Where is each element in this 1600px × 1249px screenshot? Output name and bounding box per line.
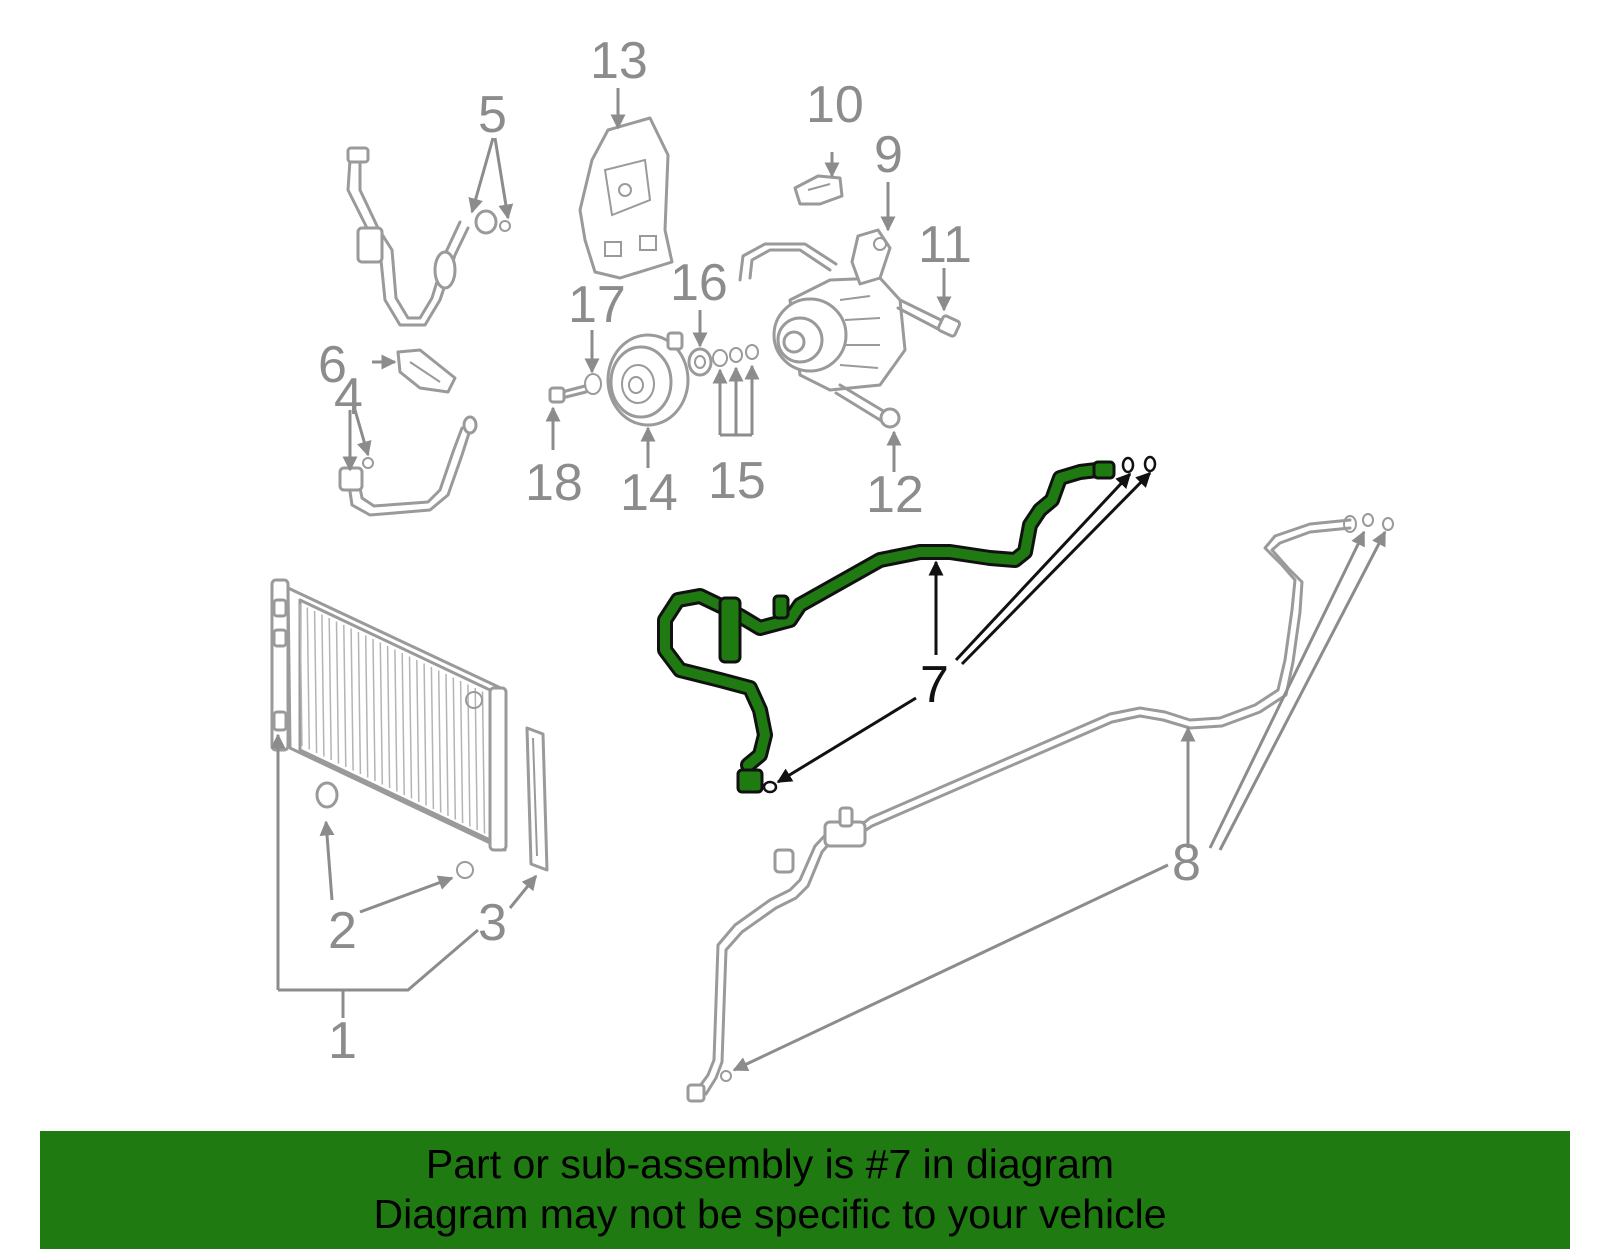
condenser-fin — [430, 666, 435, 810]
part-11-bolt[interactable] — [896, 298, 962, 338]
condenser-fin — [386, 645, 391, 789]
part-6-bracket[interactable] — [396, 348, 457, 394]
condenser-fin — [372, 638, 376, 782]
part-3-seal[interactable] — [525, 726, 549, 872]
part-17-snap-ring[interactable] — [584, 373, 602, 395]
leader-lines-part-7 — [776, 471, 1152, 784]
part-13-bracket[interactable] — [578, 116, 674, 280]
condenser-fin — [350, 628, 354, 771]
part-18-bolt[interactable] — [548, 384, 588, 404]
condenser-fin — [357, 631, 362, 775]
banner-line-1: Part or sub-assembly is #7 in diagram — [425, 1141, 1115, 1187]
callout-11: 11 — [918, 216, 972, 274]
condenser-fin — [321, 614, 325, 757]
condenser-fin — [299, 603, 303, 747]
condenser-fin — [364, 635, 369, 778]
condenser-fin — [445, 673, 449, 817]
condenser-fin — [335, 621, 340, 764]
condenser-fin — [343, 624, 347, 768]
part-5-hose[interactable] — [346, 146, 511, 327]
part-14-pulley[interactable] — [606, 331, 690, 427]
condenser-fin — [401, 652, 405, 796]
callout-10: 10 — [806, 76, 864, 134]
callout-12: 12 — [866, 466, 924, 524]
part-2-cap[interactable] — [315, 781, 474, 879]
callout-16: 16 — [670, 254, 728, 312]
condenser-fin — [423, 663, 427, 806]
callout-18: 18 — [525, 454, 583, 512]
condenser-fin — [416, 659, 420, 803]
callout-2: 2 — [328, 902, 357, 960]
part-16-washer[interactable] — [687, 347, 713, 377]
callout-15: 15 — [708, 452, 766, 510]
callout-8: 8 — [1172, 834, 1201, 892]
condenser-fin — [459, 680, 464, 824]
banner-line-2: Diagram may not be specific to your vehi… — [373, 1191, 1167, 1237]
condenser-fin — [313, 610, 318, 754]
condenser-fin — [467, 684, 471, 827]
callout-1: 1 — [328, 1012, 357, 1070]
callout-17: 17 — [568, 276, 626, 334]
callout-14: 14 — [620, 464, 678, 522]
condenser-fin — [379, 642, 384, 785]
condenser-fin — [481, 691, 486, 834]
part-8-line[interactable] — [686, 513, 1394, 1103]
part-15-shims[interactable] — [712, 344, 759, 367]
condenser-fin — [408, 656, 413, 799]
part-1-condenser[interactable] — [270, 578, 508, 852]
part-10-bracket[interactable] — [793, 174, 844, 206]
info-banner: Part or sub-assembly is #7 in diagram Di… — [40, 1131, 1570, 1249]
callout-5: 5 — [478, 86, 507, 144]
callout-4: 4 — [334, 368, 363, 426]
callout-6: 6 — [318, 336, 347, 394]
callout-7: 7 — [920, 656, 949, 714]
condenser-fin — [394, 649, 398, 792]
condenser-fin — [328, 617, 332, 761]
callout-13: 13 — [590, 32, 648, 90]
condenser-fin — [437, 670, 442, 813]
compressor[interactable] — [738, 228, 907, 392]
condenser-fin — [474, 687, 478, 831]
part-12-bolt[interactable] — [834, 383, 901, 429]
part-7-hose[interactable] — [657, 455, 1157, 794]
callout-numbers: 13 5 10 9 11 16 17 6 4 18 14 15 12 7 8 3… — [318, 32, 1201, 1070]
callout-3: 3 — [478, 894, 507, 952]
callout-9: 9 — [874, 126, 903, 184]
condenser-fin — [306, 607, 311, 750]
leader-lines — [270, 88, 1387, 1072]
condenser-fin — [452, 677, 457, 820]
